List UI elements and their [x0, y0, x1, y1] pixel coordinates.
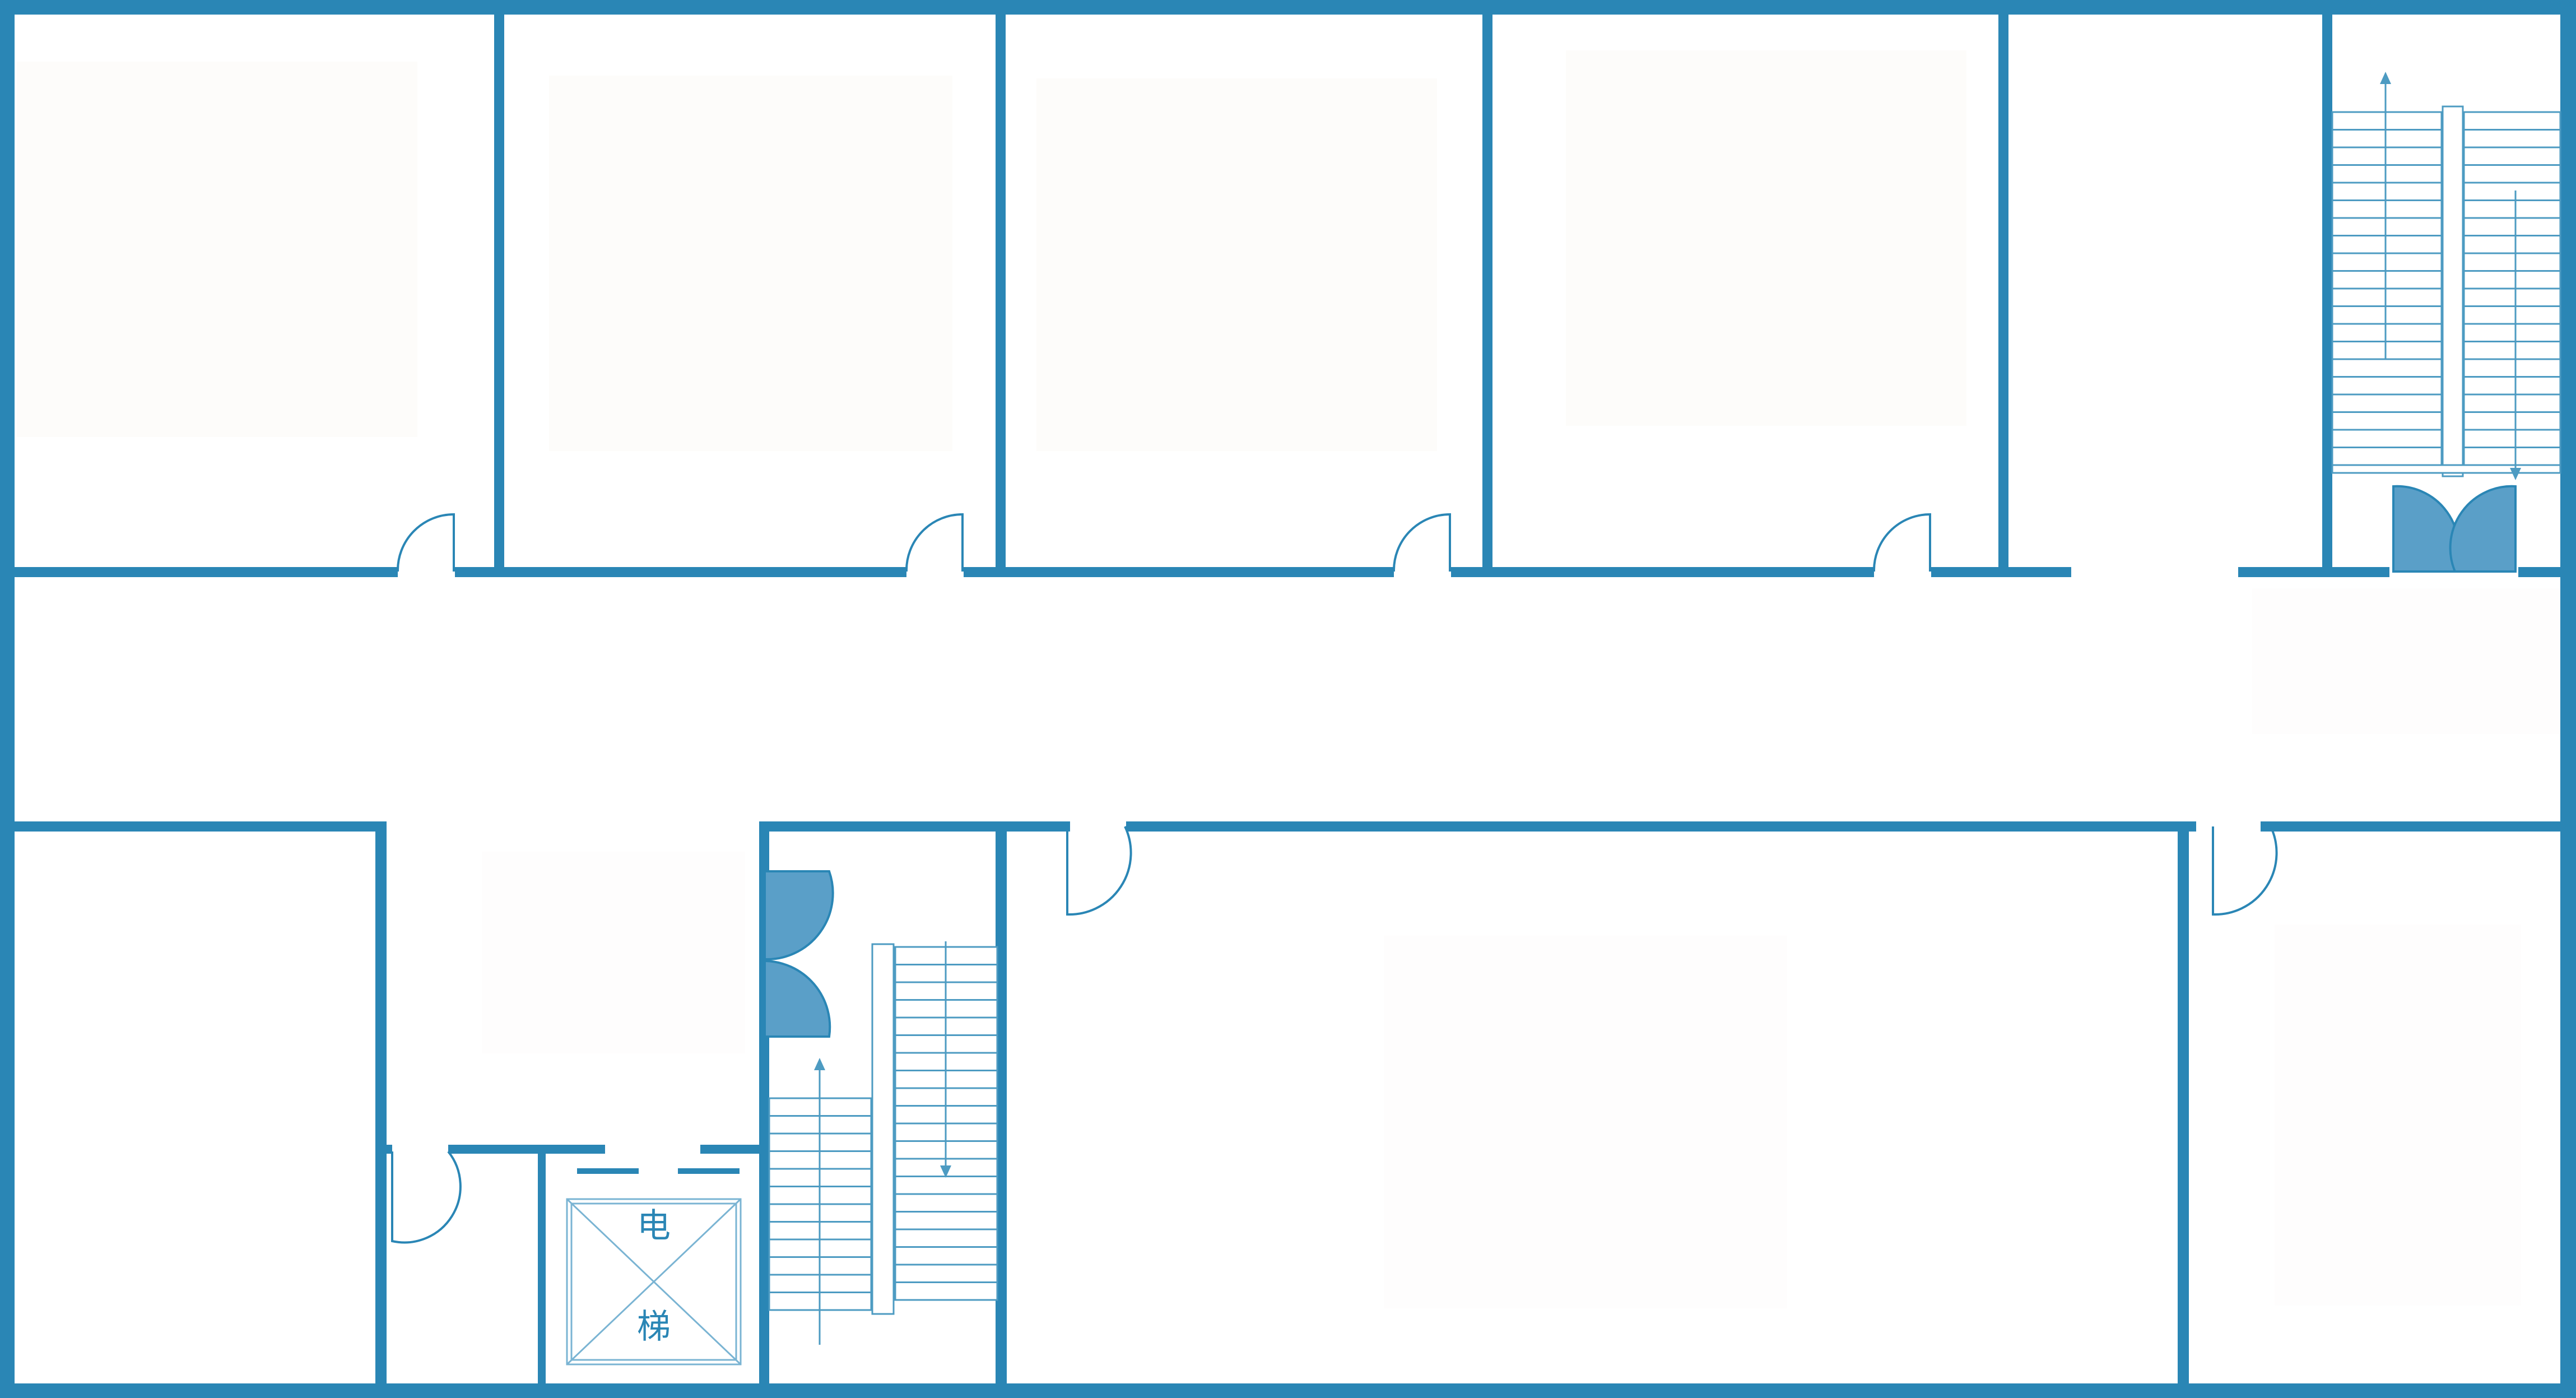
lower-rooms: [0, 821, 2576, 1398]
stair-tread: [2331, 358, 2443, 378]
stair-tread: [2463, 164, 2561, 184]
stair-tread: [2463, 411, 2561, 431]
stair-tread: [2331, 323, 2443, 342]
stair-tread: [2331, 447, 2443, 466]
stair-tread: [2331, 182, 2443, 201]
stair-tread: [2331, 111, 2443, 131]
stair-tread: [2463, 429, 2561, 448]
down-arrow-icon: [940, 1165, 951, 1178]
stair-tread: [2463, 217, 2561, 236]
stair-landing-edge: [2331, 464, 2561, 474]
stair-tread: [2331, 341, 2443, 360]
stair-tread: [2463, 376, 2561, 396]
stair-tread: [894, 1228, 998, 1248]
stair-tread: [2463, 393, 2561, 413]
lower-doors: [391, 826, 2278, 1244]
stair-tread: [2463, 287, 2561, 307]
stair-tread: [2463, 235, 2561, 254]
stair-upper-right-arrows: [2380, 72, 2521, 480]
stair-tread: [2463, 111, 2561, 131]
stair-tread: [2331, 393, 2443, 413]
stair-tread: [894, 1176, 998, 1195]
elevator-label-bottom: 梯: [637, 1307, 671, 1346]
stair-upper-right: [2331, 105, 2561, 477]
stair-handrail: [2442, 105, 2464, 477]
stair-tread: [2331, 411, 2443, 431]
stair-tread: [2463, 323, 2561, 342]
stair-tread: [2331, 305, 2443, 325]
stair-tread: [2463, 270, 2561, 290]
stair-door-upper-right: [2392, 485, 2517, 573]
stair-tread: [2463, 199, 2561, 219]
stair-tread: [2331, 235, 2443, 254]
stair-tread: [2331, 199, 2443, 219]
stair-tread: [2463, 341, 2561, 360]
stair-handrail: [871, 943, 895, 1315]
stair-tread: [894, 1193, 998, 1213]
elevator: 电 梯: [566, 1198, 742, 1366]
stair-tread: [2463, 182, 2561, 201]
stair-tread: [2463, 305, 2561, 325]
stair-tread: [2331, 287, 2443, 307]
stair-tread: [2331, 270, 2443, 290]
upper-rooms: [0, 0, 2576, 577]
stair-lower-arrows: [814, 941, 951, 1345]
stair-tread: [894, 1264, 998, 1283]
up-arrow-icon: [814, 1058, 825, 1070]
stair-tread: [2463, 129, 2561, 148]
stair-tread: [2331, 164, 2443, 184]
stair-tread: [894, 1211, 998, 1230]
stair-tread: [2463, 447, 2561, 466]
stair-tread: [2331, 376, 2443, 396]
stair-tread: [2463, 146, 2561, 166]
elevator-label-top: 电: [637, 1206, 671, 1246]
stair-tread: [2331, 146, 2443, 166]
down-arrow-icon: [2510, 468, 2521, 480]
stair-tread: [894, 1281, 998, 1301]
stair-tread: [2331, 429, 2443, 448]
stair-tread: [2463, 252, 2561, 272]
stair-tread: [2331, 252, 2443, 272]
room-tints: [17, 50, 2560, 1308]
upper-doors: [396, 513, 1931, 572]
stair-tread: [894, 1246, 998, 1266]
up-arrow-icon: [2380, 72, 2391, 84]
stair-tread: [2331, 129, 2443, 148]
stair-tread: [2331, 217, 2443, 236]
stair-tread: [2463, 358, 2561, 378]
